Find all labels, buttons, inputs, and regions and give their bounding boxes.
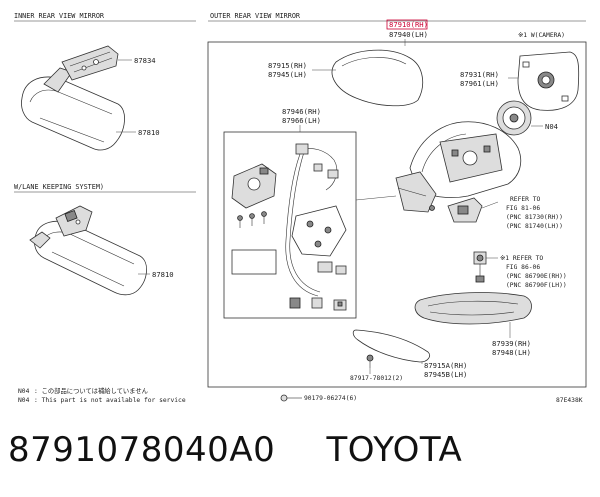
callout-87917: 87917-78012(2) <box>350 375 403 382</box>
inner-mirror-illustration <box>21 45 125 151</box>
mirror-glass-illustration <box>517 51 580 111</box>
n04-actuator-illustration <box>496 100 532 136</box>
callout-90179: 90179-06274(6) <box>304 395 357 402</box>
inner-mirror-header: INNER REAR VIEW MIRROR <box>14 12 105 20</box>
lane-keeping-mirror-illustration <box>29 205 147 296</box>
refer2-pnc-lh: (PNC 86790F(LH)) <box>506 282 567 289</box>
callout-87948-lh: 87948(LH) <box>492 348 531 357</box>
refer2-fig: FIG 86-06 <box>506 264 540 271</box>
refer1-fig: FIG 81-06 <box>506 205 540 212</box>
outer-mirror-frame <box>207 41 587 388</box>
callout-87940-lh: 87940(LH) <box>389 30 428 39</box>
callout-87931-rh: 87931(RH) <box>460 70 499 79</box>
part-caption: 8791078040A0 TOYOTA <box>8 430 598 480</box>
camera-illustration <box>473 251 487 283</box>
footnote-jp-text: : この部品については補給していません <box>34 386 148 395</box>
refer2-pnc-rh: (PNC 86790E(RH)) <box>506 273 567 280</box>
turn-lamp-illustration <box>447 197 483 223</box>
callout-87945-lh: 87945(LH) <box>268 70 307 79</box>
callout-87915a-rh: 87915A(RH) <box>424 361 467 370</box>
refer1-pnc-rh: (PNC 81730(RH)) <box>506 214 563 221</box>
callout-87834: 87834 <box>134 56 156 65</box>
highlighted-part-box <box>386 19 428 30</box>
footnote-en-code: N04 <box>18 397 30 404</box>
sub-assembly-illustration <box>231 143 347 311</box>
figure-code: 87E438K <box>556 397 583 404</box>
refer1-pnc-lh: (PNC 81740(LH)) <box>506 223 563 230</box>
callout-87939-rh: 87939(RH) <box>492 339 531 348</box>
brand-name: TOYOTA <box>326 430 463 470</box>
mirror-cover-illustration <box>331 49 424 107</box>
refer1-title: REFER TO <box>510 196 541 203</box>
part-number: 8791078040A0 <box>8 430 276 470</box>
callout-87946-rh: 87946(RH) <box>282 107 321 116</box>
clip-illustration <box>366 354 374 368</box>
refer2-title: ※1 REFER TO <box>500 255 543 262</box>
callout-87945b-lh: 87945B(LH) <box>424 370 467 379</box>
mirror-housing-illustration <box>395 121 522 213</box>
callout-87910-rh: 87910(RH) <box>389 20 428 29</box>
footnote-jp-code: N04 <box>18 388 30 395</box>
callout-87810-b: 87810 <box>152 270 174 279</box>
sub-assembly-frame <box>223 131 357 319</box>
callout-n04: N04 <box>545 122 558 131</box>
callout-87961-lh: 87961(LH) <box>460 79 499 88</box>
lower-cover-illustration <box>414 292 532 325</box>
callout-87810-a: 87810 <box>138 128 160 137</box>
outer-mirror-header: OUTER REAR VIEW MIRROR <box>210 12 301 20</box>
screw-illustration <box>280 394 302 402</box>
camera-note: ※1 W(CAMERA) <box>518 32 565 39</box>
callout-87915-rh: 87915(RH) <box>268 61 307 70</box>
lane-keeping-header: W/LANE KEEPING SYSTEM) <box>14 183 104 191</box>
footnote-en-text: : This part is not available for service <box>34 397 186 404</box>
garnish-illustration <box>352 329 430 363</box>
callout-87966-lh: 87966(LH) <box>282 116 321 125</box>
